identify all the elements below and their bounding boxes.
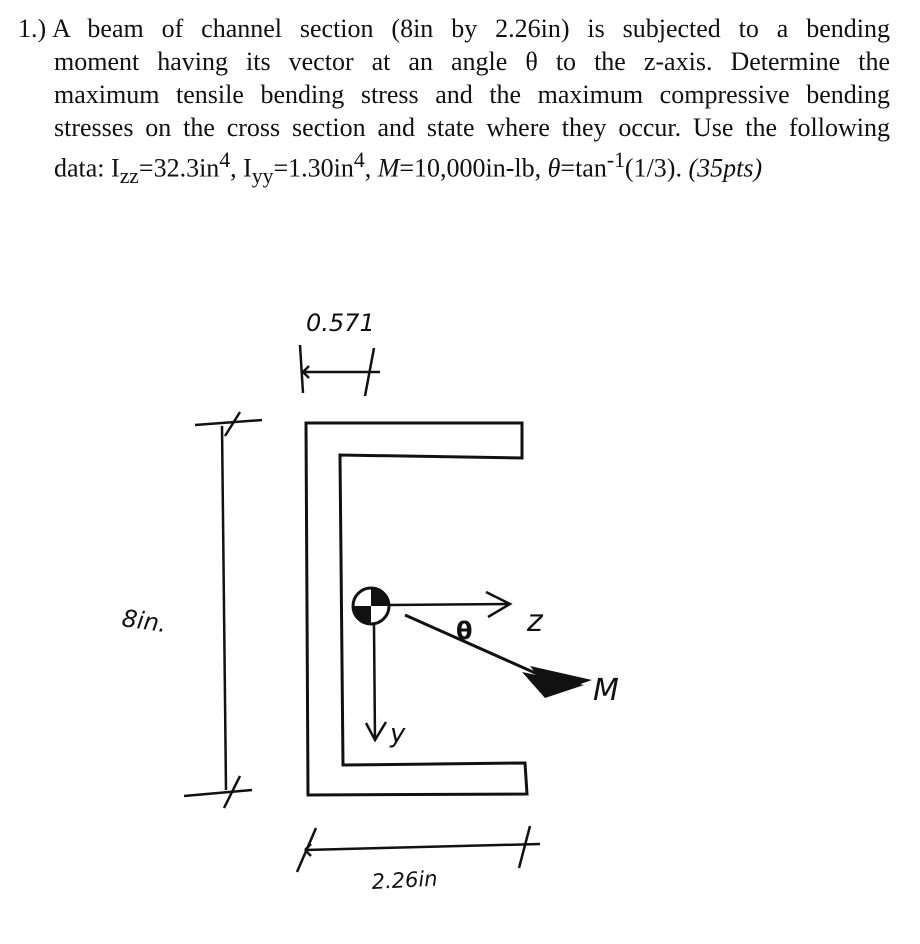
width-dimension — [295, 825, 541, 873]
iyy-subscript: yy — [251, 163, 274, 188]
y-axis-label: y — [389, 719, 406, 749]
theta-symbol: θ — [547, 153, 561, 183]
problem-number: 1.) — [18, 14, 47, 43]
y-axis-arrow — [364, 624, 388, 743]
z-axis-arrow — [388, 590, 513, 619]
angle-theta-label: θ — [456, 617, 473, 645]
flange-thickness-dimension — [298, 344, 380, 397]
z-axis-label: z — [526, 604, 544, 639]
problem-line-1: 1.)A beam of channel section (8in by 2.2… — [18, 14, 890, 43]
flange-thickness-label: 0.571 — [306, 309, 375, 337]
problem-line-5: data: Izz=32.3in4, Iyy=1.30in4, M=10,000… — [54, 148, 763, 188]
moment-symbol: M — [377, 153, 400, 183]
channel-outline — [304, 421, 529, 797]
problem-line-3: maximum tensile bending stress and the m… — [54, 80, 890, 109]
centroid-marker — [351, 586, 391, 626]
depth-label: 8in. — [120, 604, 168, 638]
moment-vector — [404, 613, 592, 698]
depth-dimension — [183, 411, 263, 809]
izz-subscript: zz — [119, 163, 139, 188]
problem-line-2: moment having its vector at an angle θ t… — [54, 47, 890, 76]
points-label: (35pts) — [688, 153, 763, 183]
problem-statement: 1.)A beam of channel section (8in by 2.2… — [18, 12, 890, 193]
moment-label: M — [593, 673, 619, 708]
problem-line-4: stresses on the cross section and state … — [54, 113, 890, 142]
width-label: 2.26in — [371, 867, 438, 894]
